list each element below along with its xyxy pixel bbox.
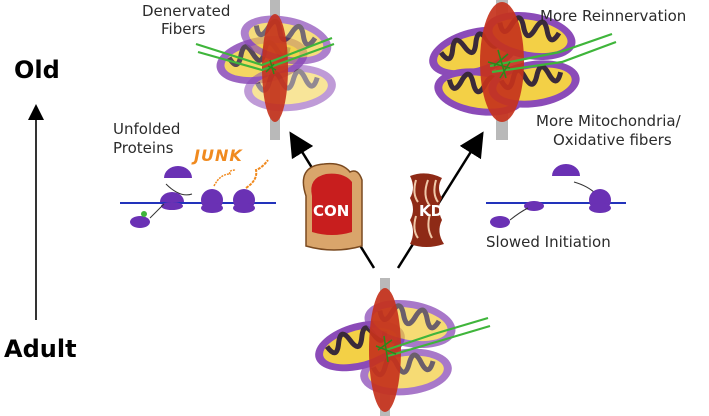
denervated-label-1: Denervated [142, 2, 231, 20]
mitochondria-label-1: More Mitochondria/ [536, 112, 681, 130]
fiber-control-old [195, 0, 338, 140]
toast-icon [302, 162, 363, 251]
bacon-icon [410, 173, 444, 247]
translation-unfolded [120, 159, 276, 228]
fiber-kd-old [424, 0, 617, 140]
adult-label: Adult [4, 335, 77, 363]
unfolded-label-1: Unfolded [113, 120, 181, 138]
unfolded-label-2: Proteins [113, 139, 174, 157]
con-label: CON [313, 202, 350, 220]
old-label: Old [14, 56, 60, 84]
denervated-label-2: Fibers [161, 20, 206, 38]
kd-label: KD [419, 202, 444, 220]
slowed-initiation-label: Slowed Initiation [486, 233, 611, 251]
junk-label: JUNK [194, 146, 243, 165]
translation-slowed [486, 164, 626, 228]
mitochondria-label-2: Oxidative fibers [553, 131, 672, 149]
reinnervation-label: More Reinnervation [540, 7, 687, 25]
fiber-adult [310, 278, 491, 416]
